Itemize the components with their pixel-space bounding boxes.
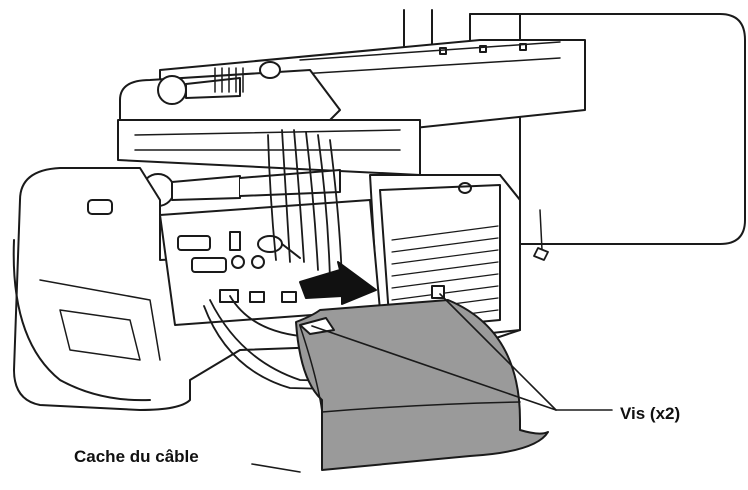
mount-arm — [117, 39, 586, 207]
screws-label: Vis (x2) — [620, 404, 681, 423]
insertion-arrow — [299, 261, 377, 305]
cable-cover-label: Cache du câble — [74, 447, 199, 466]
cables — [203, 129, 549, 391]
connector-panel — [159, 199, 381, 326]
leader-lines — [251, 293, 613, 473]
